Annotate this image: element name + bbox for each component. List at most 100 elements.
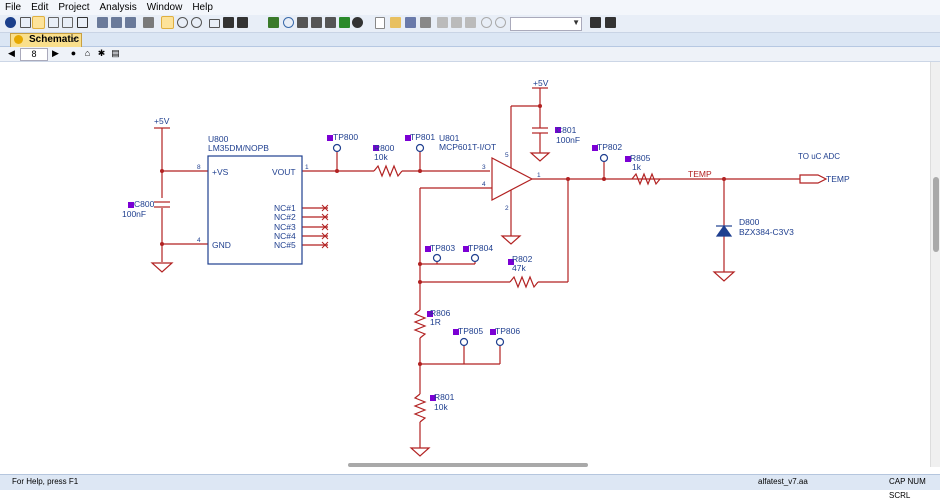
horizontal-scrollbar[interactable] xyxy=(0,462,930,468)
layout-icon[interactable] xyxy=(48,17,59,28)
menu-help[interactable]: Help xyxy=(192,2,213,13)
mirror-icon[interactable] xyxy=(297,17,308,28)
view-icon[interactable]: ● xyxy=(70,48,77,58)
open-folder-icon[interactable] xyxy=(390,17,401,28)
schematic-drawing: +5V +5V U800 LM35DM/NOPB +VS GND VOUT NC… xyxy=(122,78,850,457)
ref-markers xyxy=(128,127,631,401)
scroll-thumb[interactable] xyxy=(348,463,588,467)
undo-route-icon[interactable] xyxy=(97,17,108,28)
user-icon[interactable] xyxy=(590,17,601,28)
pin-numbers: 8 4 1 3 4 1 5 2 xyxy=(197,152,541,244)
forward-icon[interactable] xyxy=(125,17,136,28)
menu-bar: File Edit Project Analysis Window Help xyxy=(0,0,940,16)
scroll-thumb[interactable] xyxy=(933,177,939,252)
toolbar: ▼ xyxy=(0,15,940,33)
pin-number: 3 xyxy=(482,164,486,171)
board-icon[interactable] xyxy=(77,17,88,28)
port-label: TEMP xyxy=(826,174,850,184)
tp-label: TP804 xyxy=(468,243,493,253)
tab-schematic[interactable]: Schematic × xyxy=(10,33,82,47)
prev-page-button[interactable]: ◀ xyxy=(8,48,15,58)
pin-label: VOUT xyxy=(272,167,296,177)
pin-label: NC#4 xyxy=(274,231,296,241)
r805-value: 1k xyxy=(632,162,642,172)
schematic-canvas[interactable]: +5V +5V U800 LM35DM/NOPB +VS GND VOUT NC… xyxy=(0,62,930,467)
pin-number: 4 xyxy=(197,237,201,244)
zoom-select[interactable]: ▼ xyxy=(510,17,582,31)
chevron-down-icon: ▼ xyxy=(572,18,580,27)
u801-value: MCP601T-I/OT xyxy=(439,142,496,152)
paste-icon[interactable] xyxy=(465,17,476,28)
r800-ref: R800 xyxy=(374,143,395,153)
tp-label: TP803 xyxy=(430,243,455,253)
pin-label: GND xyxy=(212,240,231,250)
close-icon[interactable]: × xyxy=(72,35,78,45)
c801-ref: C801 xyxy=(556,125,577,135)
c800-ref: C800 xyxy=(134,199,155,209)
tp-label: TP805 xyxy=(458,326,483,336)
test-points xyxy=(332,143,609,347)
vcc-label: +5V xyxy=(154,116,170,126)
menu-window[interactable]: Window xyxy=(146,2,183,13)
redo-route-icon[interactable] xyxy=(111,17,122,28)
layers-icon[interactable]: ▤ xyxy=(111,48,120,58)
bus-icon[interactable] xyxy=(325,17,336,28)
r802-ref: R802 xyxy=(512,254,533,264)
undo-icon[interactable] xyxy=(481,17,492,28)
tp-label: TP800 xyxy=(333,132,358,142)
pin-label: +VS xyxy=(212,167,229,177)
wire-icon[interactable] xyxy=(339,17,350,28)
pin-number: 5 xyxy=(505,152,509,159)
new-file-icon[interactable] xyxy=(375,17,385,29)
zoom-out-icon[interactable] xyxy=(191,17,202,28)
vertical-scrollbar[interactable] xyxy=(930,62,940,467)
select-tool-icon[interactable] xyxy=(161,16,174,29)
home-icon[interactable]: ⌂ xyxy=(84,48,91,58)
r801-ref: R801 xyxy=(434,392,455,402)
camera-icon[interactable] xyxy=(223,17,234,28)
menu-analysis[interactable]: Analysis xyxy=(99,2,137,13)
tp-label: TP801 xyxy=(410,132,435,142)
page-number-input[interactable]: 8 xyxy=(20,48,48,61)
probe-icon[interactable] xyxy=(143,17,154,28)
settings-icon[interactable]: ✱ xyxy=(97,48,106,58)
tp-label: TP802 xyxy=(597,142,622,152)
print-icon[interactable] xyxy=(420,17,431,28)
add-part-icon[interactable] xyxy=(268,17,279,28)
menu-edit[interactable]: Edit xyxy=(31,2,49,13)
menu-file[interactable]: File xyxy=(5,2,22,13)
grid-icon[interactable] xyxy=(20,17,31,28)
rectangle-icon[interactable] xyxy=(209,19,220,28)
cut-icon[interactable] xyxy=(437,17,448,28)
tab-label: Schematic xyxy=(29,34,80,45)
info-icon[interactable] xyxy=(5,17,16,28)
page-toolbar: ◀ 8 ▶ ● ⌂ ✱ ▤ xyxy=(0,47,940,62)
schematic-mode-icon[interactable] xyxy=(32,16,45,29)
redo-icon[interactable] xyxy=(495,17,506,28)
route-icon[interactable] xyxy=(62,17,73,28)
zoom-in-icon[interactable] xyxy=(177,17,188,28)
power-icon[interactable] xyxy=(352,17,363,28)
status-help: For Help, press F1 xyxy=(12,477,79,486)
next-page-button[interactable]: ▶ xyxy=(52,48,59,58)
copy-icon[interactable] xyxy=(451,17,462,28)
u800-body[interactable] xyxy=(207,155,303,265)
pin-label: NC#2 xyxy=(274,212,296,222)
pin-number: 1 xyxy=(537,172,541,179)
document-tabs: Schematic × xyxy=(0,33,940,47)
menu-project[interactable]: Project xyxy=(58,2,90,13)
c800-value: 100nF xyxy=(122,209,146,219)
component-icon[interactable] xyxy=(237,17,248,28)
schematic-icon xyxy=(14,35,23,44)
d800-ref: D800 xyxy=(739,217,760,227)
user-settings-icon[interactable] xyxy=(605,17,616,28)
d800-value: BZX384-C3V3 xyxy=(739,227,794,237)
pin-number: 2 xyxy=(505,205,509,212)
rotate-icon[interactable] xyxy=(283,17,294,28)
save-icon[interactable] xyxy=(405,17,416,28)
u801-ref: U801 xyxy=(439,133,460,143)
u800-ref: U800 xyxy=(208,134,229,144)
r801-value: 10k xyxy=(434,402,448,412)
pin-number: 4 xyxy=(482,181,486,188)
net-icon[interactable] xyxy=(311,17,322,28)
